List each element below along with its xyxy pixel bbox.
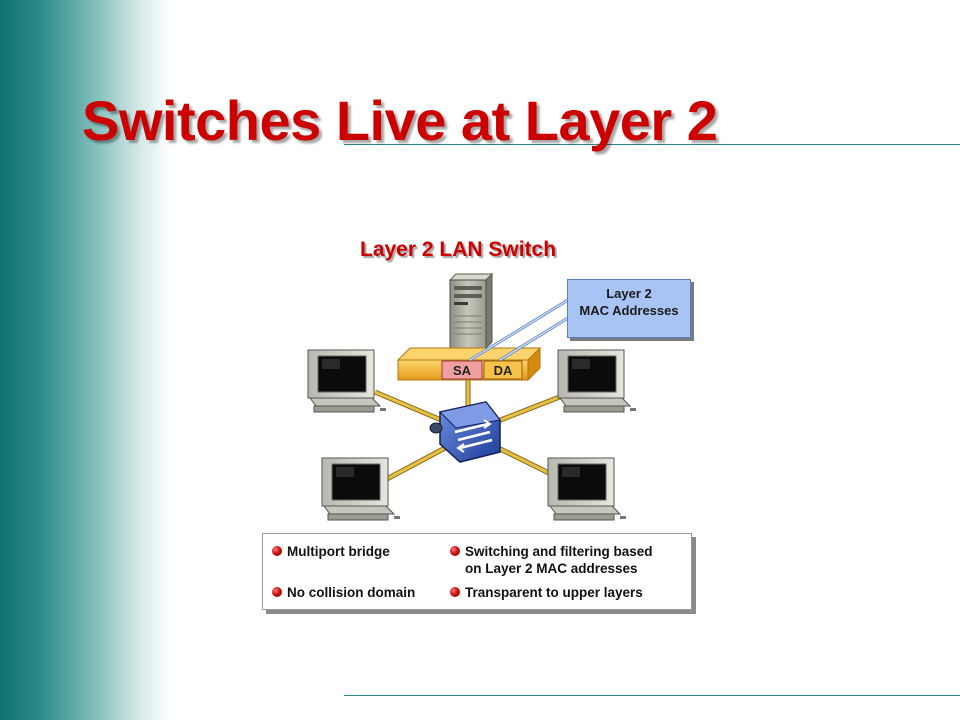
title-rule	[344, 144, 960, 145]
footer-rule	[344, 695, 960, 696]
feature-text-continued: on Layer 2 MAC addresses	[465, 561, 638, 576]
pc-top-right	[557, 349, 636, 413]
server-tower	[448, 272, 494, 350]
bullet-icon	[272, 546, 282, 556]
sa-label: SA	[453, 363, 472, 378]
callout-line-2: MAC Addresses	[579, 303, 679, 318]
feature-box: Multiport bridge Switching and filtering…	[262, 533, 692, 610]
feature-item: No collision domain	[272, 584, 416, 601]
da-label: DA	[494, 363, 513, 378]
mac-frame: SA DA	[396, 346, 542, 382]
feature-text: Transparent to upper layers	[465, 585, 643, 600]
sa-field	[441, 360, 483, 380]
bullet-icon	[272, 587, 282, 597]
callout-pointers	[469, 298, 569, 362]
bullet-icon	[450, 587, 460, 597]
mac-addresses-callout: Layer 2 MAC Addresses	[567, 279, 691, 338]
feature-text: No collision domain	[287, 585, 416, 600]
lan-switch	[429, 401, 501, 463]
da-field	[483, 360, 523, 380]
pc-bottom-left	[321, 457, 400, 521]
diagram-title: Layer 2 LAN Switch	[360, 238, 557, 261]
bullet-icon	[450, 546, 460, 556]
feature-text: Switching and filtering based	[465, 544, 653, 559]
feature-item: Switching and filtering based on Layer 2…	[450, 543, 653, 577]
feature-text: Multiport bridge	[287, 544, 390, 559]
feature-item: Multiport bridge	[272, 543, 390, 560]
feature-item: Transparent to upper layers	[450, 584, 643, 601]
pc-bottom-right	[547, 457, 626, 521]
slide-title: Switches Live at Layer 2	[82, 89, 718, 152]
pc-top-left	[307, 349, 386, 413]
left-gradient-bar	[0, 0, 170, 720]
callout-line-1: Layer 2	[606, 286, 652, 301]
